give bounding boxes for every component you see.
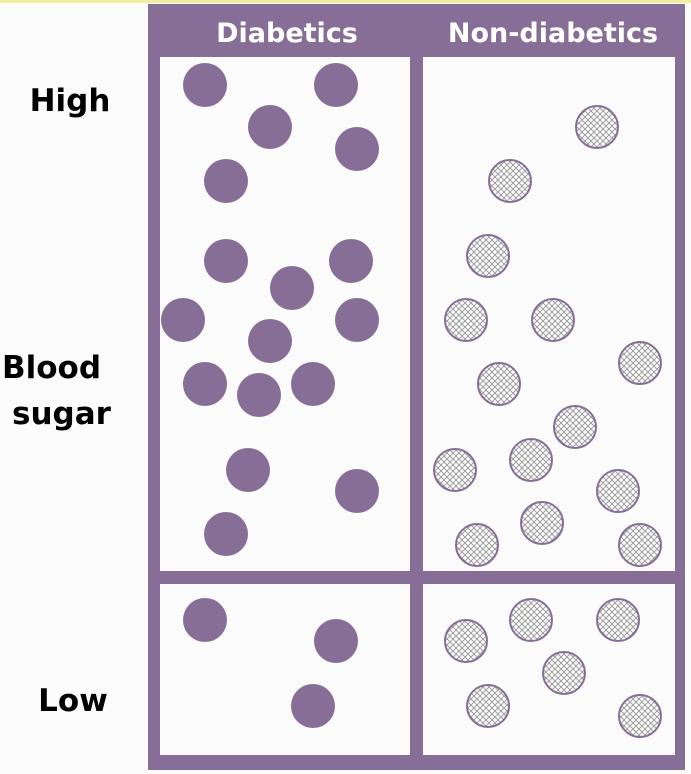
non-diabetic-dot [618,694,662,738]
diabetic-dot [291,684,335,728]
group-non-diabetics-low [444,598,662,738]
non-diabetic-dot [466,684,510,728]
diabetic-dot [183,598,227,642]
non-diabetic-dot [444,619,488,663]
non-diabetic-dot [596,598,640,642]
non-diabetic-dot [618,523,662,567]
header-diabetics: Diabetics [216,18,358,49]
non-diabetic-dot [542,651,586,695]
diabetic-dot [335,127,379,171]
diabetic-dot [204,239,248,283]
diabetic-dot [248,105,292,149]
diabetic-dot [204,512,248,556]
diabetic-dot [335,469,379,513]
non-diabetic-dot [553,405,597,449]
diabetic-dot [291,362,335,406]
diabetic-dot [270,266,314,310]
non-diabetic-dot [618,341,662,385]
diabetic-dot [226,448,270,492]
diabetic-dot [237,373,281,417]
diabetic-dot [161,298,205,342]
diabetic-dot [248,319,292,363]
non-diabetic-dot [520,501,564,545]
non-diabetic-dot [509,438,553,482]
header-non-diabetics: Non-diabetics [448,18,658,49]
diabetic-dot [204,159,248,203]
diabetic-dot [329,239,373,283]
non-diabetic-dot [466,234,510,278]
group-diabetics-low [183,598,358,728]
label-low: Low [38,683,108,719]
group-non-diabetics-high [433,105,662,567]
non-diabetic-dot [509,598,553,642]
non-diabetic-dot [575,105,619,149]
non-diabetic-dot [531,298,575,342]
label-blood: Blood [2,350,102,386]
group-diabetics-high [161,63,379,556]
label-high: High [29,83,111,119]
label-sugar: sugar [12,396,111,432]
non-diabetic-dot [477,362,521,406]
diabetic-dot [183,362,227,406]
non-diabetic-dot [455,523,499,567]
top-rule [0,0,691,3]
diabetic-dot [314,63,358,107]
non-diabetic-dot [444,298,488,342]
non-diabetic-dot [433,448,477,492]
diabetic-dot [183,63,227,107]
diabetic-dot [314,619,358,663]
diabetic-dot [335,298,379,342]
non-diabetic-dot [488,159,532,203]
non-diabetic-dot [596,469,640,513]
